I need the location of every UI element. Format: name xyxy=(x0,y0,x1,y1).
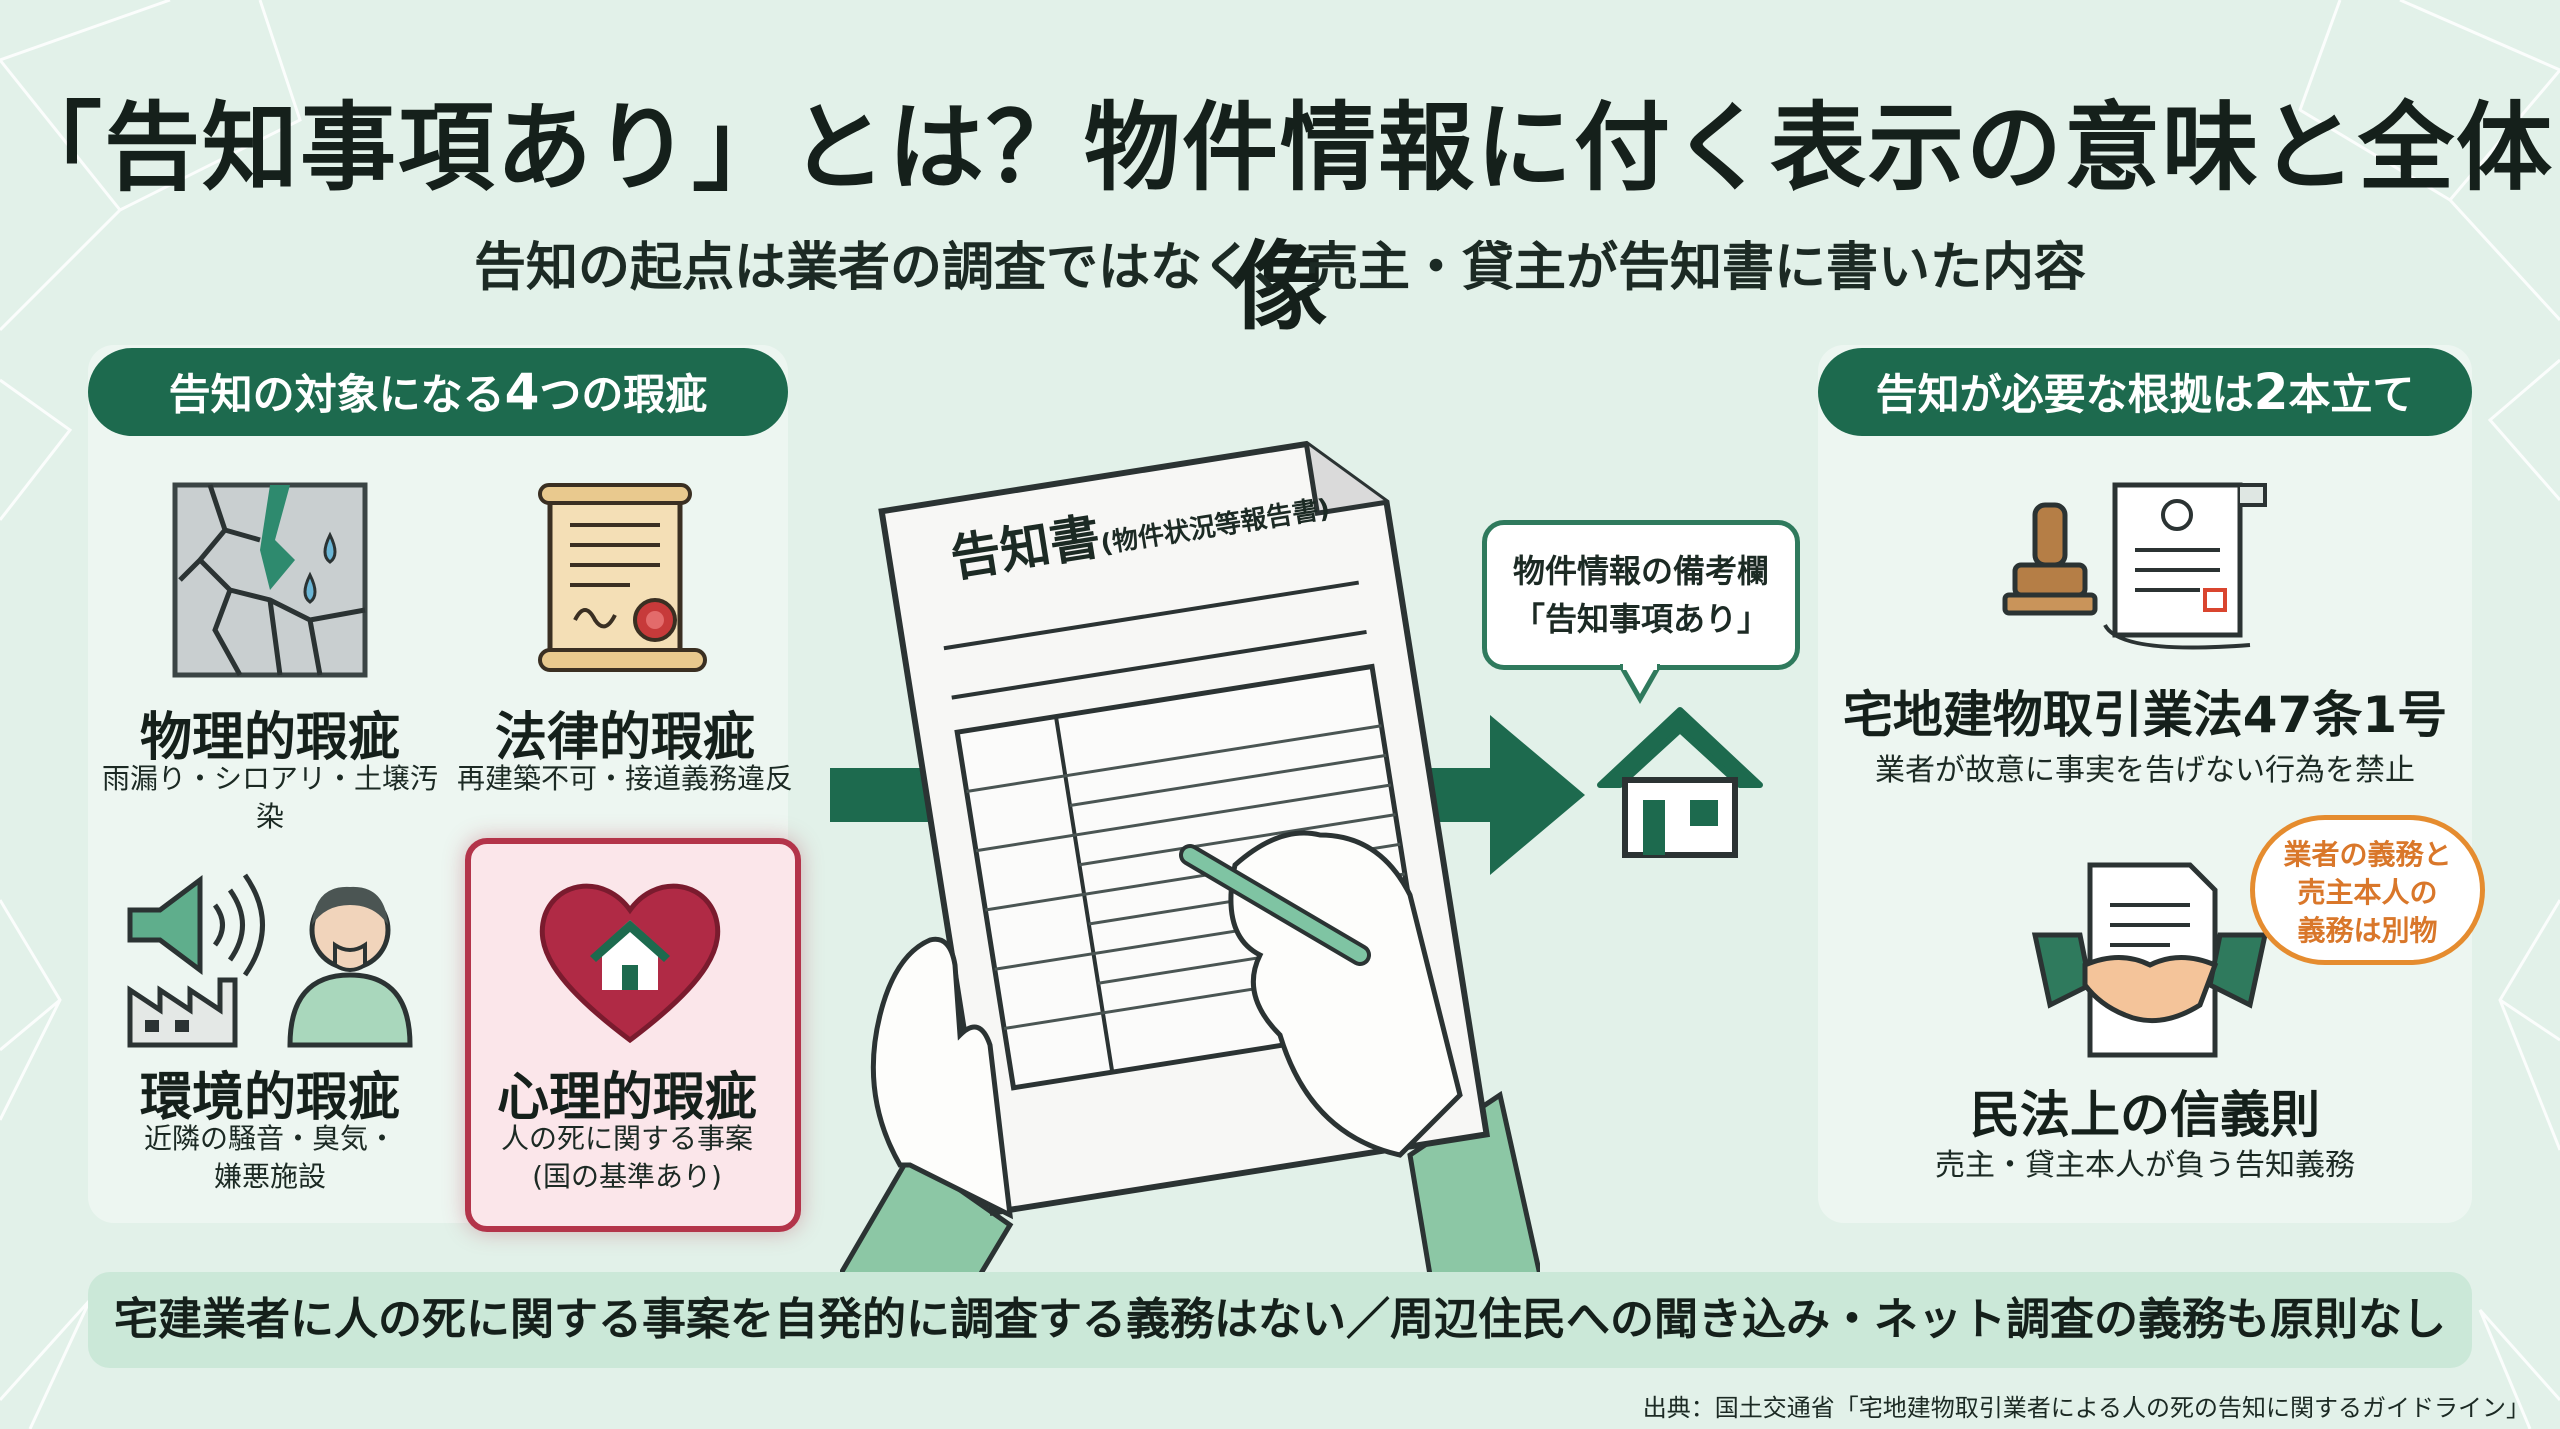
page-subtitle: 告知の起点は業者の調査ではなく、売主・貸主が告知書に書いた内容 xyxy=(473,238,2086,298)
bubble-line-1: 物件情報の備考欄 xyxy=(1512,552,1769,590)
source-citation: 出典：国土交通省「宅地建物取引業者による人の死の告知に関するガイドライン」 xyxy=(1642,1394,2530,1422)
heart-house-icon xyxy=(539,883,721,1044)
note-line-3: 義務は別物 xyxy=(2297,914,2438,947)
environmental-defect-desc-2: 嫌悪施設 xyxy=(213,1160,326,1193)
note-line-2: 売主本人の xyxy=(2297,876,2438,909)
flow-arrow-left xyxy=(830,768,930,822)
legal-basis-header-pre: 告知が必要な根拠は xyxy=(1875,370,2254,419)
law-2-desc: 売主・貸主本人が負う告知義務 xyxy=(1935,1148,2355,1183)
environmental-defect-title: 環境的瑕疵 xyxy=(139,1068,400,1128)
defects-header-pre: 告知の対象になる xyxy=(168,370,505,419)
defects-header: 告知の対象になる4つの瑕疵 xyxy=(88,348,788,436)
psychological-defect-desc-2: (国の基準あり) xyxy=(532,1160,722,1193)
physical-defect-title: 物理的瑕疵 xyxy=(139,708,400,768)
legal-defect-title: 法律的瑕疵 xyxy=(494,708,755,768)
house-icon xyxy=(1597,707,1763,858)
psychological-defect-title: 心理的瑕疵 xyxy=(496,1068,757,1128)
notice-document-illustration xyxy=(840,440,1540,1275)
noise-factory-icon xyxy=(127,873,265,1048)
person-covering-nose-icon xyxy=(287,886,413,1048)
psychological-defect-desc-1: 人の死に関する事案 xyxy=(500,1122,753,1155)
defects-header-num: 4 xyxy=(504,363,540,421)
bottom-summary-bar: 宅建業者に人の死に関する事案を自発的に調査する義務はない／周辺住民への聞き込み・… xyxy=(88,1272,2472,1368)
obligation-note-bubble: 業者の義務と 売主本人の 義務は別物 xyxy=(2250,815,2485,965)
law-1-desc: 業者が故意に事実を告げない行為を禁止 xyxy=(1875,753,2415,788)
page-title: 「告知事項あり」とは？物件情報に付く表示の意味と全体像 xyxy=(6,92,2554,343)
listing-remark-bubble: 物件情報の備考欄 「告知事項あり」 xyxy=(1482,520,1800,670)
bubble-tail xyxy=(1620,664,1660,704)
law-1-title: 宅地建物取引業法47条1号 xyxy=(1842,686,2448,744)
physical-defect-desc: 雨漏り・シロアリ・土壌汚染 xyxy=(101,762,438,833)
legal-scroll-icon xyxy=(538,483,707,672)
legal-basis-header-post: 本立て xyxy=(2288,370,2415,419)
law-2-title: 民法上の信義則 xyxy=(1970,1086,2320,1144)
note-line-1: 業者の義務と xyxy=(2283,838,2452,871)
handshake-contract-icon xyxy=(2031,862,2269,1058)
stamp-certificate-icon xyxy=(2002,482,2267,650)
legal-basis-header-num: 2 xyxy=(2253,363,2289,421)
legal-basis-header: 告知が必要な根拠は2本立て xyxy=(1818,348,2472,436)
cracked-wall-icon xyxy=(172,482,368,678)
environmental-defect-desc-1: 近隣の騒音・臭気・ xyxy=(143,1122,396,1155)
legal-defect-desc: 再建築不可・接道義務違反 xyxy=(456,762,793,795)
bubble-line-2: 「告知事項あり」 xyxy=(1512,600,1769,638)
defects-header-post: つの瑕疵 xyxy=(539,370,708,419)
